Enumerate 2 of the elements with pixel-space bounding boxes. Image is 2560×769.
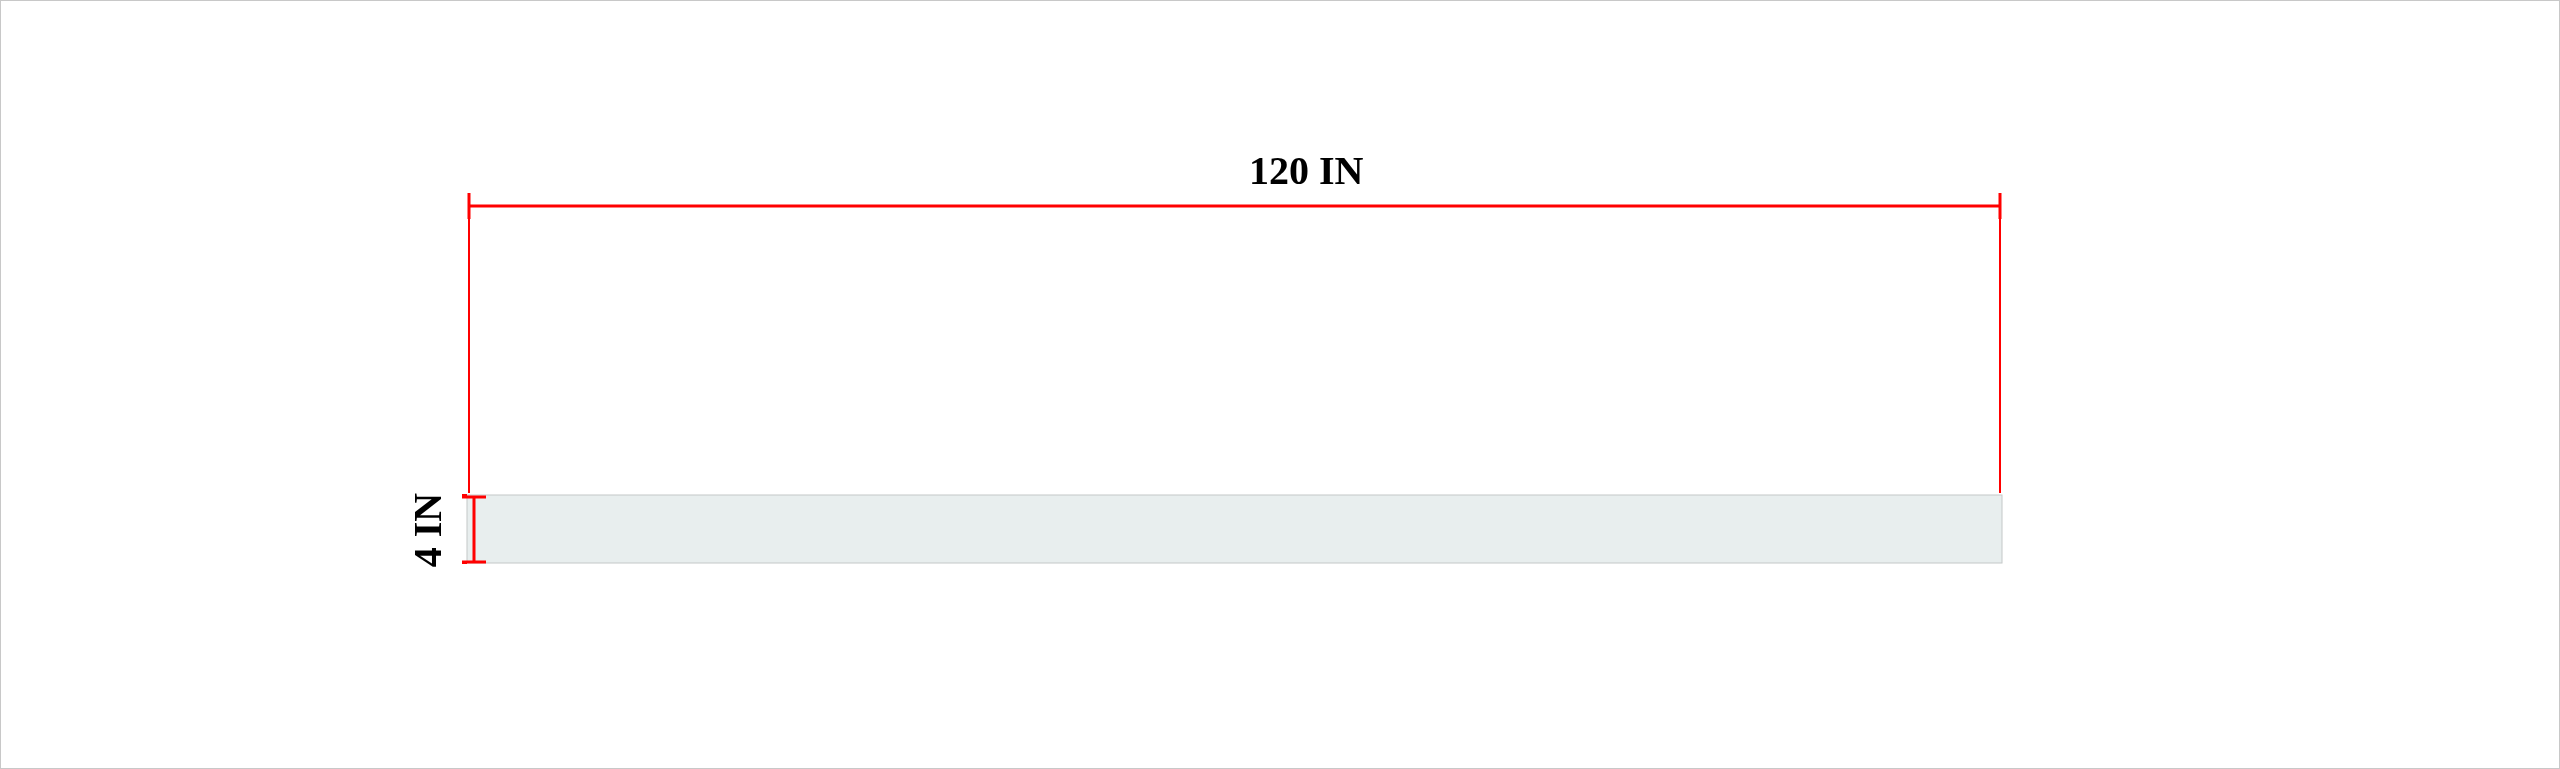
dimension-label: 120 IN	[1249, 151, 1364, 191]
dimension-label: 4 IN	[408, 492, 449, 568]
